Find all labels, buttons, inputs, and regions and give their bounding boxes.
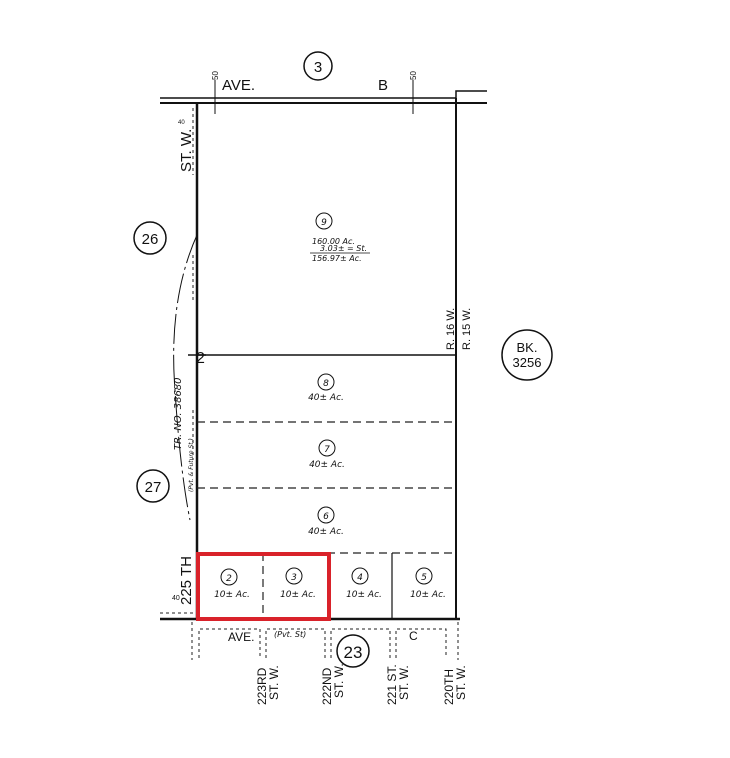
map-ref-left-lower[interactable]: 27 — [136, 469, 170, 503]
highlight-box — [196, 552, 331, 621]
svg-text:BK.: BK. — [517, 340, 538, 355]
map-ref-top[interactable]: 3 — [303, 51, 333, 81]
parcel-6[interactable]: 6 40± Ac. — [308, 506, 344, 537]
svg-text:10± Ac.: 10± Ac. — [214, 590, 250, 600]
section-corner: 2 — [196, 350, 205, 367]
svg-text:40± Ac.: 40± Ac. — [308, 527, 344, 537]
svg-text:222ND: 222ND — [320, 667, 334, 705]
street-220th: 220TH ST. W. — [442, 665, 468, 705]
svg-text:ST. W.: ST. W. — [397, 665, 411, 700]
svg-text:220TH: 220TH — [442, 669, 456, 705]
svg-text:ST. W.: ST. W. — [454, 665, 468, 700]
parcel-9[interactable]: 9 160.00 Ac. 3.03± = St. 156.97± Ac. — [310, 212, 370, 263]
svg-text:223RD: 223RD — [255, 667, 269, 705]
svg-text:7: 7 — [324, 445, 330, 455]
svg-text:3: 3 — [291, 573, 297, 583]
svg-text:ST. W.: ST. W. — [332, 663, 346, 698]
parcel-3[interactable]: 3 10± Ac. — [280, 567, 316, 600]
street-222nd: 222ND ST. W. — [320, 663, 346, 705]
street-221st: 221 ST. ST. W. — [385, 664, 411, 705]
svg-text:3: 3 — [314, 59, 322, 76]
svg-text:9: 9 — [321, 218, 327, 228]
svg-text:3256: 3256 — [513, 355, 542, 370]
svg-text:10± Ac.: 10± Ac. — [346, 590, 382, 600]
range-left: R. 16 W. — [445, 308, 457, 350]
svg-text:23: 23 — [344, 643, 363, 662]
svg-text:40± Ac.: 40± Ac. — [308, 393, 344, 403]
tract-label: TR. NO. 38680 — [173, 377, 184, 450]
parcel-8[interactable]: 8 40± Ac. — [308, 373, 344, 403]
parcel-7[interactable]: 7 40± Ac. — [309, 439, 345, 470]
top-b-label: B — [378, 77, 388, 94]
top-ave-label: AVE. — [222, 77, 255, 94]
left-st-upper: ST. W. — [178, 129, 195, 172]
left-dim-bottom: 40 — [172, 595, 180, 602]
svg-text:5: 5 — [421, 573, 427, 583]
svg-text:10± Ac.: 10± Ac. — [280, 590, 316, 600]
parcel-5[interactable]: 5 10± Ac. — [410, 567, 446, 600]
top-road: AVE. B 50 50 — [160, 71, 487, 114]
tract-note: (Pvt. & Future St.) — [188, 438, 195, 492]
bottom-ave-label: AVE. — [228, 630, 254, 644]
map-ref-bottom[interactable]: 23 — [336, 634, 370, 668]
svg-text:10± Ac.: 10± Ac. — [410, 590, 446, 600]
top-width-left: 50 — [211, 71, 220, 80]
svg-text:3.03± = St.: 3.03± = St. — [320, 244, 367, 253]
svg-text:4: 4 — [357, 573, 363, 583]
svg-text:8: 8 — [323, 379, 329, 389]
svg-text:160.00 Ac.: 160.00 Ac. — [312, 237, 355, 246]
svg-text:40± Ac.: 40± Ac. — [309, 460, 345, 470]
range-right: R. 15 W. — [461, 308, 473, 350]
bottom-c-label: C — [409, 629, 418, 643]
svg-text:27: 27 — [145, 479, 162, 496]
left-st-lower: 225 TH — [178, 556, 195, 605]
parcel-4[interactable]: 4 10± Ac. — [346, 567, 382, 600]
map-ref-left-upper[interactable]: 26 — [133, 221, 167, 255]
street-223rd: 223RD ST. W. — [255, 665, 281, 705]
svg-text:156.97± Ac.: 156.97± Ac. — [312, 254, 362, 263]
bottom-pvt-label: (Pvt. St) — [274, 630, 306, 639]
book-ref[interactable]: BK. 3256 — [501, 329, 553, 381]
svg-text:6: 6 — [323, 512, 329, 522]
svg-text:221 ST.: 221 ST. — [385, 664, 399, 705]
parcel-2[interactable]: 2 10± Ac. — [214, 568, 250, 600]
svg-text:ST. W.: ST. W. — [267, 665, 281, 700]
svg-text:2: 2 — [226, 574, 232, 584]
left-dim-top: 40 — [178, 120, 185, 126]
bottom-roads: AVE. (Pvt. St) C 223RD ST. W. 222ND ST. … — [191, 622, 468, 705]
left-road: ST. W. 225 TH 40 40 TR. NO. 38680 (Pvt. … — [160, 103, 206, 620]
svg-text:26: 26 — [142, 231, 159, 248]
top-width-right: 50 — [409, 71, 418, 80]
